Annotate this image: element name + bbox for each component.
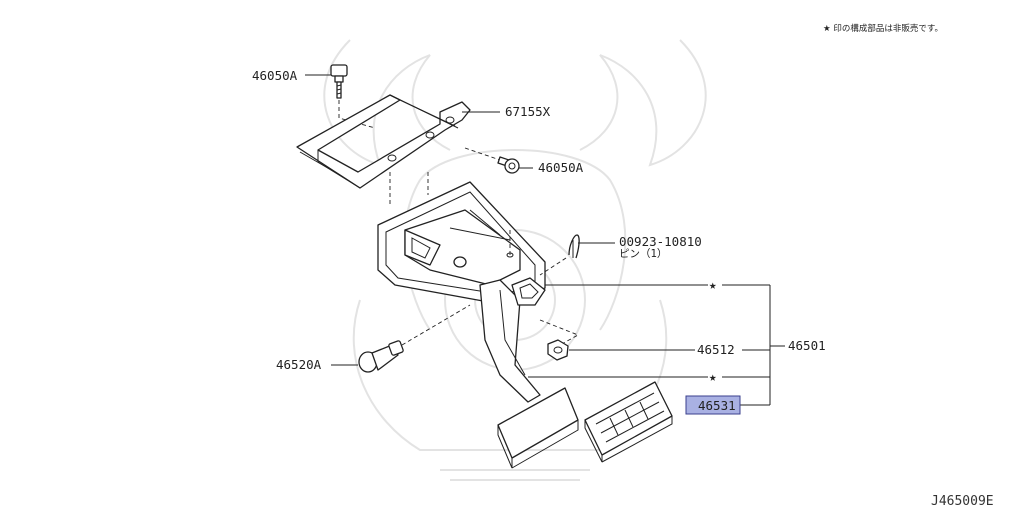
bolt-right-part[interactable] — [464, 147, 520, 174]
non-sale-note: ★ 印の構成部品は非販売です。 — [823, 23, 943, 34]
stopper-part[interactable] — [358, 304, 471, 373]
callout-bolt-right[interactable]: 46050A — [538, 160, 584, 175]
callout-stopper[interactable]: 46520A — [276, 357, 322, 372]
callout-pad[interactable]: 46531 — [698, 398, 736, 413]
nut-part[interactable] — [539, 319, 580, 361]
star-marker-bottom: ★ — [709, 369, 717, 384]
callout-pin-desc: ピン（1） — [619, 248, 667, 260]
callout-pad-highlight[interactable]: 46531 — [685, 395, 741, 415]
pin-part[interactable] — [568, 234, 580, 259]
callout-bolt-top[interactable]: 46050A — [252, 68, 298, 83]
bracket-part[interactable] — [296, 94, 471, 189]
callout-bracket[interactable]: 67155X — [505, 104, 551, 119]
pedal-bracket-part[interactable] — [377, 181, 546, 306]
pedal-arm-part[interactable] — [479, 277, 546, 403]
star-marker-top: ★ — [709, 277, 717, 292]
callout-assembly[interactable]: 46501 — [788, 338, 826, 353]
callout-pin-part[interactable]: 00923-10810 — [619, 234, 702, 249]
pedal-plate-part[interactable] — [497, 387, 579, 469]
pedal-pad-part[interactable] — [584, 381, 673, 463]
diagram-code: J465009E — [931, 494, 994, 509]
callout-nut[interactable]: 46512 — [697, 342, 735, 357]
callout-pad-box — [685, 395, 741, 415]
bolt-top-part[interactable] — [330, 64, 348, 99]
